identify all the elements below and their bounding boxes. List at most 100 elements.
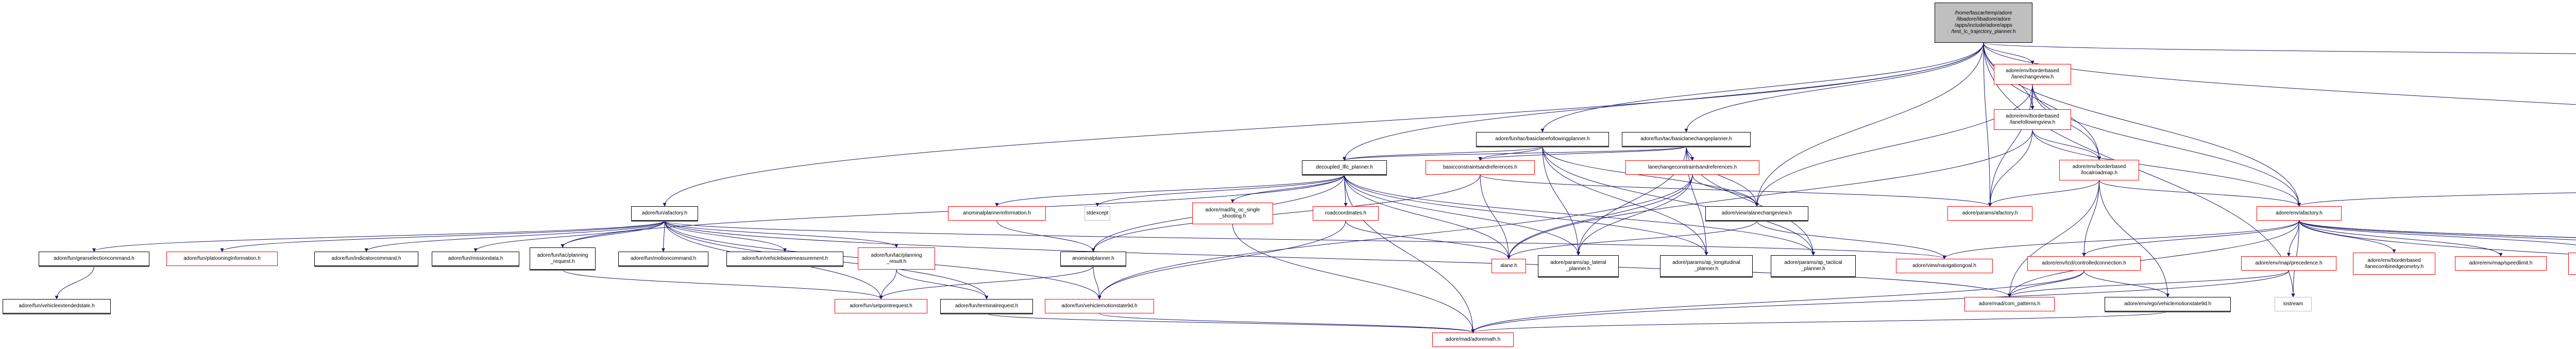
node-basiclanefollowingplanner[interactable]: adore/fun/tac/basiclanefollowingplanner.… [1476, 132, 1609, 146]
node-label: adore/mad/lq_oc_single _shooting.h [1205, 207, 1260, 219]
node-lq-oc[interactable]: adore/mad/lq_oc_single _shooting.h [1192, 203, 1273, 224]
node-gearselectioncommand[interactable]: adore/fun/gearselectioncommand.h [39, 252, 149, 266]
node-ap-lateral[interactable]: adore/params/ap_lateral _planner.h [1538, 255, 1619, 277]
node-label: adore/env/tcd/controlledconnection.h [2042, 260, 2126, 266]
node-navigationgoal[interactable]: adore/view/navigationgoal.h [1896, 259, 1993, 273]
node-fun-afactory[interactable]: adore/fun/afactory.h [631, 206, 698, 221]
edge-root-to-trafficmap [1983, 42, 2576, 105]
node-iostream[interactable]: iostream [2275, 297, 2312, 311]
node-lanefollowingview[interactable]: adore/env/borderbased /lanefollowingview… [1994, 109, 2071, 130]
edge-lanefollowingview-to-alane [1507, 129, 2033, 259]
node-speedlimit[interactable]: adore/env/map/speedlimit.h [2455, 256, 2547, 271]
edge-fun_afactory-to-navigationgoal [664, 220, 1946, 259]
node-anominalplannerinformation[interactable]: anominalplannerinformation.h [948, 206, 1046, 221]
node-setpointrequest[interactable]: adore/fun/setpointrequest.h [835, 299, 927, 313]
edge-localroadmap-to-ego_vms9d [2099, 180, 2170, 297]
node-lanecombinedgeometry[interactable]: adore/env/borderbased /lanecombinedgeome… [2353, 253, 2435, 275]
edge-roadcoordinates-to-vehiclemotionstate9d [1097, 220, 1346, 300]
node-label: adore/fun/missiondata.h [448, 256, 503, 261]
node-label: adore/fun/setpointrequest.h [850, 303, 912, 309]
edge-lanechangeview-to-env_afactory [2032, 84, 2301, 207]
node-label: /home/fascar/temp/adore /libadore/libado… [1951, 10, 2016, 35]
node-label: adore/fun/vehiclemotionstate9d.h [1061, 303, 1138, 309]
edge-fun_afactory-to-indicatorcommand [364, 220, 665, 252]
node-ap-longitudinal[interactable]: adore/params/ap_longitudinal _planner.h [1660, 255, 1753, 277]
node-indicatorcommand[interactable]: adore/fun/indicatorcommand.h [314, 252, 418, 266]
edge-fun_afactory-to-vehiclebasemeasurement [664, 220, 787, 252]
edge-alanechangeview-to-alane [1507, 220, 1757, 259]
edge-env_afactory-to-precedence [2287, 220, 2299, 257]
node-env-afactory[interactable]: adore/env/afactory.h [2257, 206, 2342, 221]
node-basicconstraints[interactable]: basicconstraintsandreferences.h [1426, 160, 1535, 175]
edge-basiclanefollowingplanner-to-ap_lateral [1542, 146, 1580, 256]
edge-planning_result-to-setpointrequest [879, 269, 897, 300]
node-label: anominalplanner.h [1072, 256, 1114, 261]
edge-root-to-lanechangeview [1983, 42, 2035, 64]
node-alane[interactable]: alane.h [1492, 259, 1526, 273]
edge-env_afactory-to-com_patterns [2008, 220, 2299, 297]
node-label: alane.h [1500, 263, 1517, 269]
edge-lanechangeconstraints-to-vehiclemotionstate9d [1097, 174, 1693, 300]
edge-fun_afactory-to-planning_result [664, 220, 899, 248]
node-alanechangeview[interactable]: adore/view/alanechangeview.h [1705, 206, 1808, 221]
node-lanechangeview[interactable]: adore/env/borderbased /lanechangeview.h [1994, 64, 2071, 85]
node-roadcoordinates[interactable]: roadcoordinates.h [1313, 206, 1379, 221]
node-label: anominalplannerinformation.h [963, 210, 1031, 216]
node-label: adore/view/alanechangeview.h [1721, 210, 1792, 216]
edge-ego_vms9d-to-adoremath [1471, 311, 2168, 333]
edge-localroadmap-to-com_patterns [2008, 180, 2099, 297]
node-label: adore/fun/vehicleextendedstate.h [19, 303, 95, 309]
node-planning-result[interactable]: adore/fun/tac/planning _result.h [858, 247, 935, 270]
node-params-afactory[interactable]: adore/params/afactory.h [1947, 206, 2032, 221]
edge-decoupled-to-anominalplannerinformation [995, 174, 1345, 207]
node-missiondata[interactable]: adore/fun/missiondata.h [432, 252, 519, 266]
node-vehiclebasemeasurement[interactable]: adore/fun/vehiclebasemeasurement.h [726, 252, 843, 266]
edge-decoupled-to-ap_lateral [1344, 174, 1580, 256]
node-precedence[interactable]: adore/env/map/precedence.h [2241, 256, 2336, 271]
node-com-patterns[interactable]: adore/mad/com_patterns.h [1964, 297, 2055, 311]
edge-basicconstraints-to-anominalplanner [1091, 174, 1481, 252]
edge-env_afactory-to-map_border_management [2299, 220, 2576, 240]
node-motioncommand[interactable]: adore/fun/motioncommand.h [618, 252, 708, 266]
node-label: adore/fun/gearselectioncommand.h [54, 256, 134, 261]
node-label: adore/params/afactory.h [1962, 210, 2018, 216]
node-ap-tactical[interactable]: adore/params/ap_tactical _planner.h [1771, 255, 1856, 277]
node-planning-request[interactable]: adore/fun/tac/planning _request.h [530, 247, 596, 270]
node-controlledconnection[interactable]: adore/env/tcd/controlledconnection.h [2027, 256, 2141, 271]
node-stdexcept[interactable]: stdexcept [1084, 206, 1110, 221]
node-vehicleextendedstate[interactable]: adore/fun/vehicleextendedstate.h [3, 299, 111, 313]
node-label: adore/mad/adoremath.h [1445, 337, 1501, 342]
node-decoupled[interactable]: decoupled_lflc_planner.h [1302, 160, 1387, 175]
node-anominalplanner[interactable]: anominalplanner.h [1060, 252, 1126, 266]
edge-lanefollowingview-to-localroadmap [2032, 129, 2101, 160]
edge-lanefollowingview-to-env_afactory [2032, 129, 2301, 207]
node-vehiclemotionstate9d[interactable]: adore/fun/vehiclemotionstate9d.h [1045, 299, 1154, 313]
edge-controlledconnection-to-adoremath [1471, 270, 2084, 333]
node-label: adore/fun/vehiclebasemeasurement.h [741, 256, 828, 261]
node-platooninginformation[interactable]: adore/fun/platooningInformation.h [166, 252, 278, 266]
edge-precedence-to-adoremath [1471, 270, 2289, 333]
node-label: adore/fun/terminalrequest.h [955, 303, 1019, 309]
edge-root-to-basiclanefollowingplanner [1540, 42, 1984, 132]
edge-lanechangeview-to-alanechangeview [1755, 84, 2033, 207]
edge-basiclanefollowingplanner-to-decoupled [1343, 146, 1543, 161]
node-basiclanechangeplanner[interactable]: adore/fun/tac/basiclanechangeplanner.h [1622, 132, 1751, 146]
node-localroadmap[interactable]: adore/env/borderbased /localroadmap.h [2059, 160, 2139, 180]
node-label: adore/params/ap_tactical _planner.h [1784, 260, 1842, 272]
edge-vehiclemotionstate9d-to-adoremath [1099, 313, 1475, 333]
edge-basiclanefollowingplanner-to-alanechangeview [1542, 146, 1759, 207]
node-ego-vms9d[interactable]: adore/env/ego/vehiclemotionstate9d.h [2105, 297, 2231, 311]
edge-root-to-decoupled [1343, 42, 1984, 161]
node-label: adore/env/borderbased /lanechangeview.h [2006, 68, 2059, 80]
node-adoremath[interactable]: adore/mad/adoremath.h [1432, 333, 1514, 347]
edge-basiclanechangeplanner-to-basicconstraints [1478, 146, 1687, 161]
node-label: adore/mad/com_patterns.h [1978, 301, 2041, 307]
edge-planning_request-to-setpointrequest [562, 269, 883, 300]
node-label: adore/env/borderbased /lanefollowingview… [2006, 113, 2059, 125]
node-border[interactable]: adore/env/borderbased /border.h [2568, 253, 2576, 275]
node-label: iostream [2283, 301, 2303, 307]
node-lanechangeconstraints[interactable]: lanechangeconstraintsandreferences.h [1625, 160, 1759, 175]
node-terminalrequest[interactable]: adore/fun/terminalrequest.h [940, 299, 1033, 313]
edge-roadcoordinates-to-alane [1345, 220, 1511, 259]
edge-env_afactory-to-proposition [2299, 220, 2576, 238]
